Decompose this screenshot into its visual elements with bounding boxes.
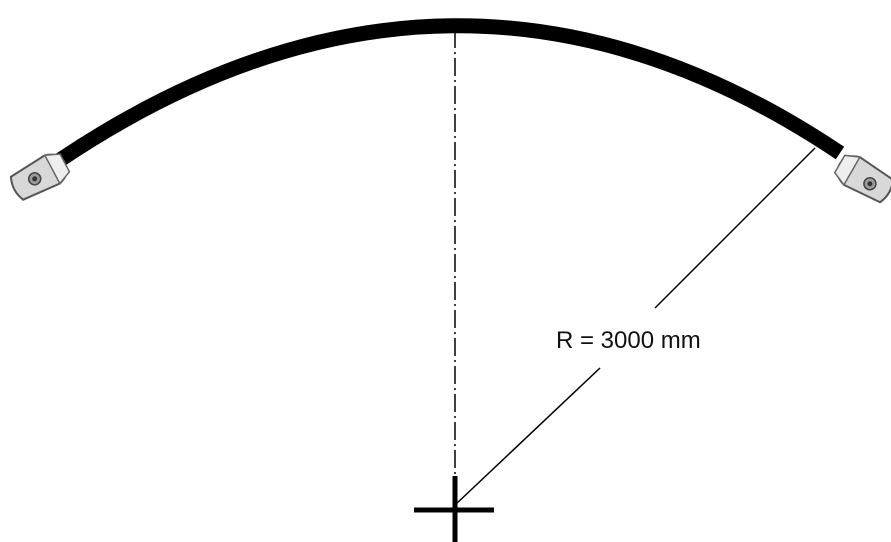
left-connector-icon xyxy=(9,153,71,201)
radius-line-upper xyxy=(454,367,601,506)
right-connector-icon xyxy=(833,154,891,204)
center-point-icon xyxy=(414,476,494,542)
bent-cable-arc xyxy=(55,18,845,167)
radius-label: R = 3000 mm xyxy=(556,327,701,354)
radius-line-lower xyxy=(654,147,816,309)
